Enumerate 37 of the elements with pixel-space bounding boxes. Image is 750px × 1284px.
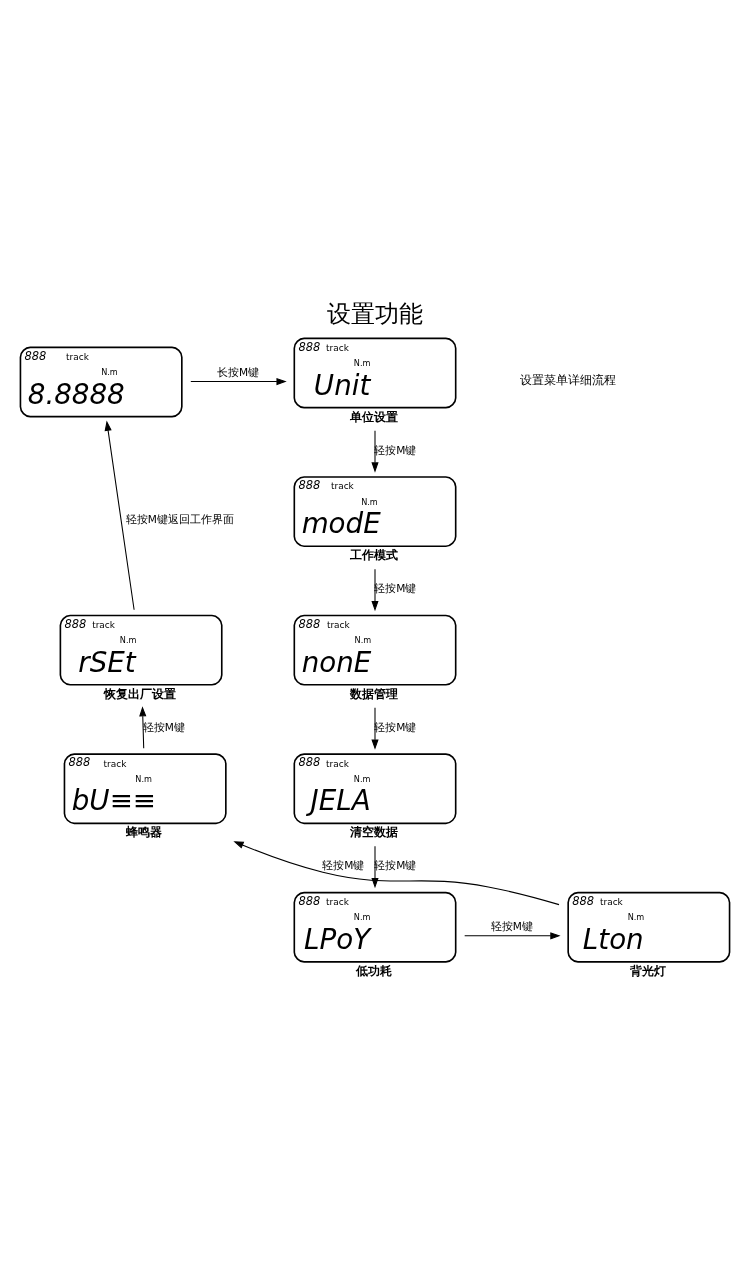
edge-label: 轻按M键 (142, 720, 185, 733)
arrow (371, 845, 379, 889)
node-box: 888 track N.m rSEt (59, 614, 223, 686)
node-box: 888 track N.m bU≡≡ (63, 753, 227, 825)
edge-label: 轻按M键 (322, 859, 365, 872)
node-box: 888 track N.m Unit (293, 337, 457, 409)
arrow (371, 707, 379, 750)
edge-label: 轻按M键 (374, 443, 417, 456)
node-box: 888 track N.m LPoY (293, 891, 457, 963)
node-label: 清空数据 (350, 825, 399, 840)
arrow (464, 932, 561, 940)
node-box: 888 track N.m modE (293, 476, 457, 548)
node-label: 单位设置 (350, 409, 399, 424)
node-label: 恢复出厂设置 (103, 686, 176, 701)
node-box: 888 track N.m JELA (293, 753, 457, 825)
arrow (139, 706, 147, 749)
node-box: 888 track N.m 8.8888 (19, 346, 183, 418)
edge-label: 长按M键 (217, 366, 260, 379)
node-box: 888 track N.m nonE (293, 614, 457, 686)
node-label: 数据管理 (350, 686, 399, 701)
node-label: 低功耗 (356, 963, 393, 978)
edge-label: 轻按M键 (490, 920, 533, 933)
arrow (371, 568, 379, 612)
arrow (190, 378, 287, 386)
node-label: 蜂鸣器 (126, 825, 163, 840)
edge-label: 轻按M键返回工作界面 (125, 512, 234, 525)
arrow (104, 420, 135, 611)
arrow (371, 430, 379, 473)
diagram-title: 设置功能 (327, 299, 423, 329)
node-label: 背光灯 (630, 963, 667, 978)
label: 设置菜单详细流程 (520, 373, 617, 388)
edge-label: 轻按M键 (374, 859, 417, 872)
arrow (233, 841, 560, 906)
edge-label: 轻按M键 (374, 582, 417, 595)
edge-label: 轻按M键 (374, 720, 417, 733)
node-label: 工作模式 (350, 548, 399, 563)
node-box: 888 track N.m Lton (567, 891, 731, 963)
